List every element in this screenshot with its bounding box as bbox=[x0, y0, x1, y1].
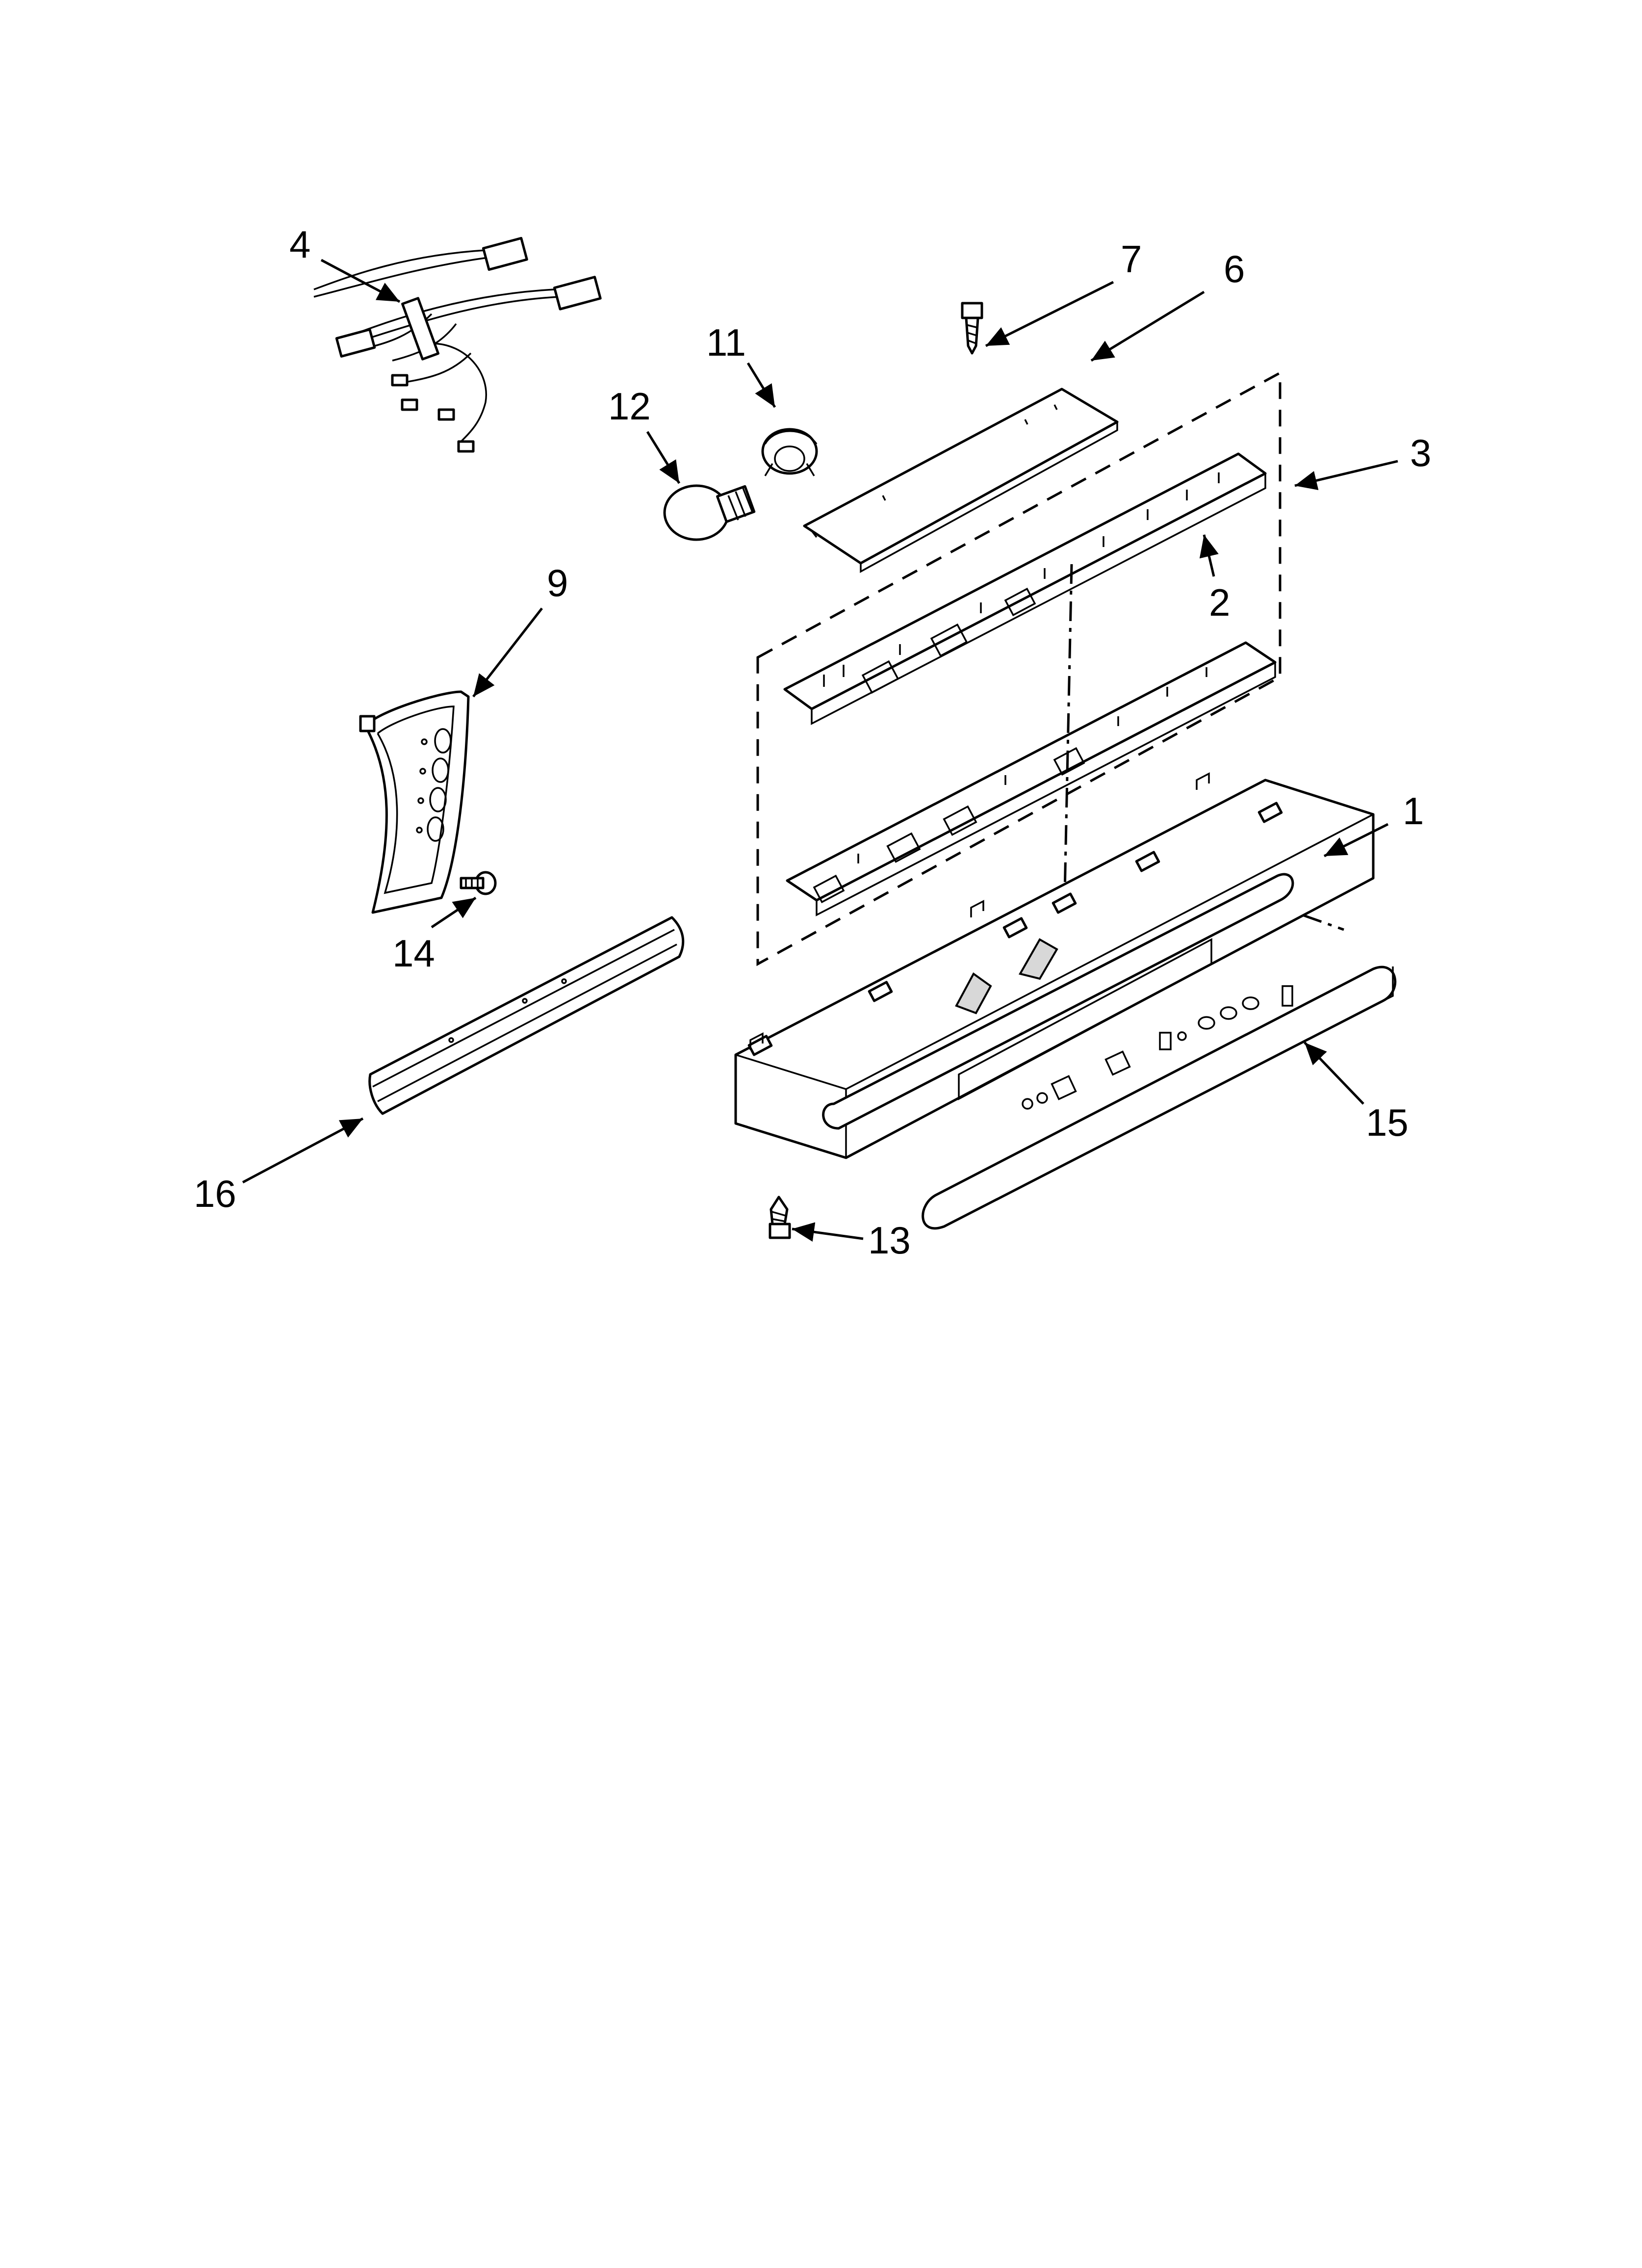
callout-7: 7 bbox=[1121, 237, 1142, 281]
leader-lines bbox=[242, 259, 1398, 1242]
callout-2: 2 bbox=[1209, 581, 1230, 624]
callout-6: 6 bbox=[1224, 247, 1245, 290]
callout-labels: 4 7 6 11 12 3 2 9 1 15 13 14 16 bbox=[194, 223, 1431, 1262]
assembly-outline bbox=[756, 370, 1282, 966]
callout-15: 15 bbox=[1366, 1101, 1409, 1144]
screw-side bbox=[460, 871, 497, 895]
lower-control-board bbox=[786, 641, 1277, 916]
light-bulb bbox=[663, 484, 756, 541]
callout-4: 4 bbox=[289, 223, 310, 266]
screw-bottom bbox=[769, 1196, 791, 1239]
upper-control-board bbox=[783, 452, 1267, 725]
callout-9: 9 bbox=[547, 561, 568, 604]
cover-plate bbox=[803, 388, 1119, 573]
alignment-line bbox=[1063, 564, 1073, 918]
front-panel-overlay bbox=[922, 965, 1397, 1230]
callout-13: 13 bbox=[868, 1219, 911, 1262]
callout-3: 3 bbox=[1410, 431, 1431, 474]
lamp-socket bbox=[761, 428, 818, 476]
control-housing bbox=[734, 772, 1375, 1159]
wire-harness bbox=[313, 236, 602, 453]
callout-14: 14 bbox=[392, 932, 435, 975]
dispenser-cover bbox=[359, 690, 470, 914]
callout-12: 12 bbox=[608, 385, 651, 428]
callout-16: 16 bbox=[194, 1172, 236, 1215]
trim-channel bbox=[368, 916, 685, 1115]
callout-11: 11 bbox=[706, 321, 746, 364]
callout-1: 1 bbox=[1403, 789, 1424, 833]
screw-top bbox=[961, 302, 983, 355]
